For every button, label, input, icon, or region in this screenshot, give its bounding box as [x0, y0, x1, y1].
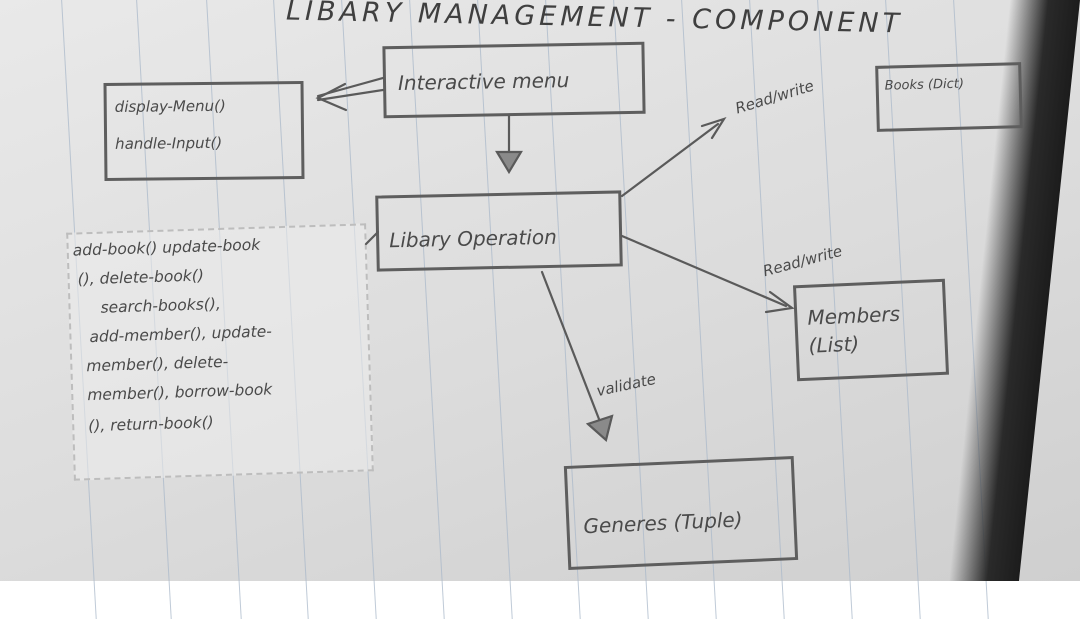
- connector-layer: [315, 76, 795, 443]
- ops-list-to-operation-link: [364, 230, 380, 246]
- operation-to-books-arrowhead: [700, 117, 727, 140]
- menu-to-operation-arrowhead: [495, 150, 523, 175]
- operation-to-books-arrow: [620, 122, 720, 198]
- menu-to-functions-arrowhead: [315, 82, 348, 112]
- operation-to-members-arrowhead: [764, 290, 795, 314]
- operation-to-members-arrow: [620, 234, 788, 308]
- operation-to-genres-arrow: [540, 270, 606, 434]
- operation-to-genres-arrowhead: [585, 414, 614, 443]
- menu-to-functions-arrow-2: [316, 88, 385, 102]
